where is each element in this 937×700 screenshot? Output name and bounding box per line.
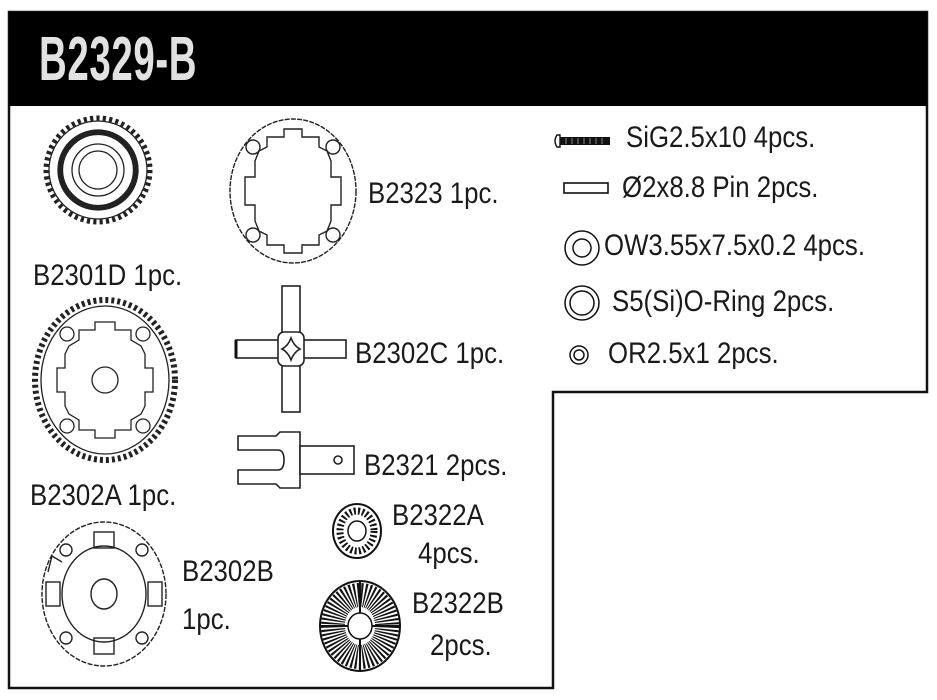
- part-label-b2302a: B2302A 1pc.: [30, 479, 177, 512]
- hardware-label-o-ring-large: S5(Si)O-Ring 2pcs.: [612, 285, 835, 318]
- ring-gear-large-icon: [32, 297, 178, 463]
- bevel-gear-large-icon: [319, 580, 401, 672]
- bevel-gear-small-icon: [332, 503, 382, 559]
- part-label-b2301d: B2301D 1pc.: [33, 259, 183, 292]
- hardware-label-o-ring-small: OR2.5x1 2pcs.: [608, 337, 779, 370]
- part-label-b2322b-qty: 2pcs.: [430, 629, 492, 662]
- part-label-b2302c: B2302C 1pc.: [355, 337, 505, 370]
- part-label-b2321: B2321 2pcs.: [364, 449, 508, 482]
- cross-shaft-icon: [234, 285, 347, 413]
- hardware-label-washer: OW3.55x7.5x0.2 4pcs.: [604, 229, 866, 262]
- pin-icon: [563, 182, 609, 194]
- part-label-b2302b-qty: 1pc.: [182, 603, 231, 636]
- diff-case-icon: [41, 521, 167, 667]
- part-label-b2322a-qty: 4pcs.: [418, 537, 480, 570]
- hardware-label-screw: SiG2.5x10 4pcs.: [626, 121, 816, 154]
- part-label-b2323: B2323 1pc.: [368, 177, 499, 210]
- header-bar: B2329-B: [9, 12, 927, 106]
- outdrive-icon: [237, 431, 355, 489]
- spur-gear-small-icon: [43, 115, 153, 225]
- washer-icon: [564, 230, 600, 266]
- diff-cover-icon: [229, 118, 357, 264]
- bag-title: B2329-B: [39, 25, 198, 94]
- part-label-b2322b-id: B2322B: [412, 587, 504, 620]
- part-label-b2322a-id: B2322A: [392, 499, 484, 532]
- o-ring-small-icon: [569, 345, 589, 365]
- hardware-label-pin: Ø2x8.8 Pin 2pcs.: [622, 171, 819, 204]
- part-label-b2302b-id: B2302B: [182, 555, 274, 588]
- o-ring-large-icon: [564, 285, 600, 321]
- screw-icon: [554, 134, 610, 148]
